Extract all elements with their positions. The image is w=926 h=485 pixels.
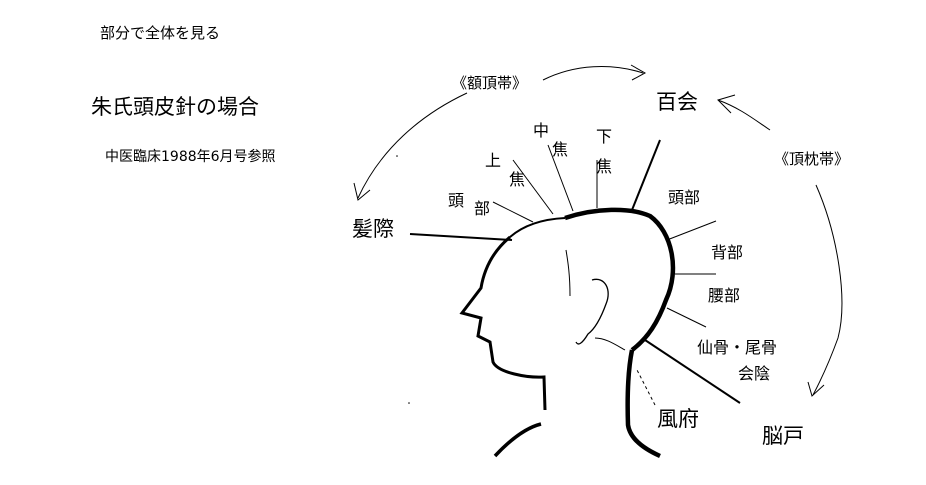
back-label: 背部 xyxy=(711,243,744,262)
hairline-label: 髪際 xyxy=(352,217,394,241)
pointer-fengfu xyxy=(635,367,656,406)
pointer-naohu xyxy=(644,339,741,404)
front-band-arrowhead-up xyxy=(630,64,647,81)
front-band-arrowhead-down xyxy=(353,182,371,201)
middle-jiao-label: 中 xyxy=(533,121,549,141)
perineum-label: 会陰 xyxy=(738,364,771,383)
speck xyxy=(396,155,398,157)
speck xyxy=(408,402,410,404)
back-band-label: 《頂枕帯》 xyxy=(774,150,850,168)
front-band-arrow-down xyxy=(357,92,468,199)
head-front-label-2: 部 xyxy=(474,199,491,218)
naohu-label: 脳戸 xyxy=(762,424,804,448)
pointer-baihui xyxy=(631,139,661,211)
middle-jiao-label-2: 焦 xyxy=(552,140,568,160)
lower-jiao-char-2: 焦 xyxy=(596,157,613,177)
fengfu-label: 風府 xyxy=(657,407,699,431)
sacrum-label: 仙骨・尾骨 xyxy=(697,338,778,357)
head-back-label: 頭部 xyxy=(668,188,701,207)
upper-jiao-label: 上 xyxy=(485,151,501,171)
ear xyxy=(575,278,609,345)
baihui-label: 百会 xyxy=(656,90,698,114)
ear-inner xyxy=(565,249,571,297)
lower-jiao-char-1: 下 xyxy=(596,127,613,146)
back-band-arrowhead-up xyxy=(717,94,736,114)
forehead-arc xyxy=(509,217,566,238)
back-band-arrow-up xyxy=(717,99,771,131)
shoulder-curve xyxy=(493,422,542,458)
pointer-head-front xyxy=(492,201,534,223)
pointer-lumbar xyxy=(666,307,707,328)
middle-jiao-char-1: 中 xyxy=(533,121,550,140)
pointer-hairline xyxy=(409,233,513,241)
back-band-arrowhead-down xyxy=(807,381,825,397)
jaw-line xyxy=(594,337,626,351)
lumbar-label: 腰部 xyxy=(708,286,741,305)
upper-jiao-char-1: 上 xyxy=(485,151,502,170)
pointer-upper-jiao xyxy=(512,159,554,215)
page-title: 朱氏頭皮針の場合 xyxy=(91,95,259,119)
lower-jiao-label: 下 焦 xyxy=(596,122,612,183)
top-note: 部分で全体を見る xyxy=(100,24,221,42)
pointer-middle-jiao xyxy=(547,144,574,212)
front-band-arrow-up xyxy=(542,66,644,81)
back-neck-line xyxy=(625,349,661,459)
upper-jiao-label-2: 焦 xyxy=(509,170,525,190)
source-note: 中医臨床1988年6月号参照 xyxy=(105,149,276,165)
face-profile xyxy=(459,235,547,411)
front-band-label: 《額頂帯》 xyxy=(452,74,528,92)
head-front-label-1: 頭 xyxy=(448,191,465,210)
scalp-line xyxy=(564,207,676,352)
pointer-head-back xyxy=(666,220,717,241)
upper-jiao-char-2: 焦 xyxy=(509,170,526,189)
middle-jiao-char-2: 焦 xyxy=(552,140,569,159)
back-band-arrow-down xyxy=(812,184,843,396)
